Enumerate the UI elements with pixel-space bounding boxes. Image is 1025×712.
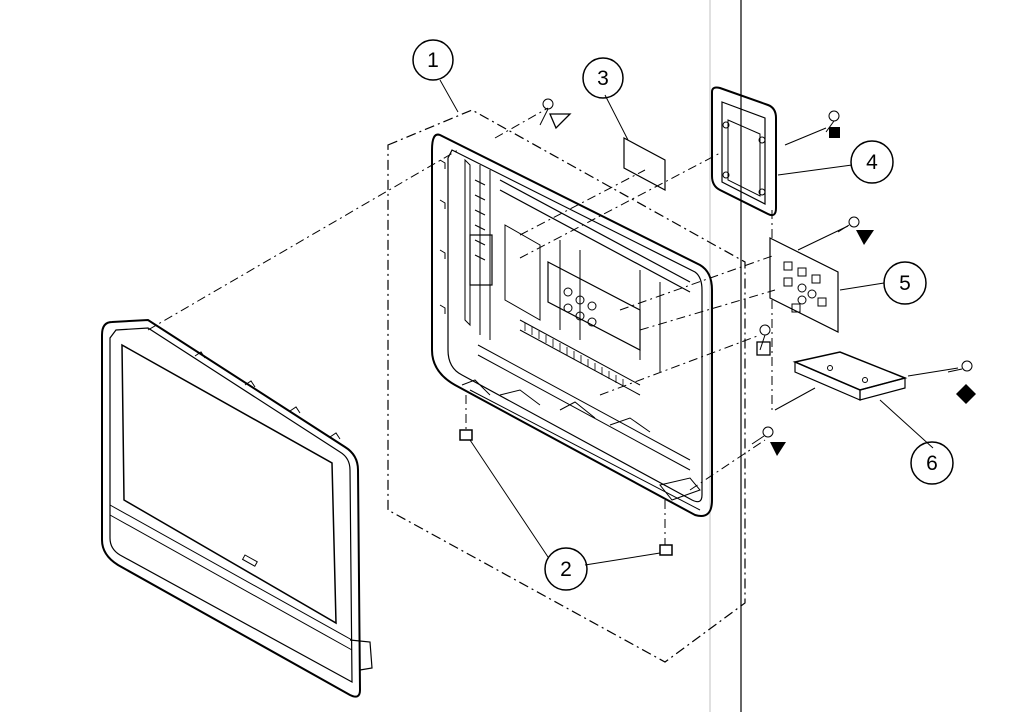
callout-6: 6 — [910, 441, 954, 485]
front-bezel — [101, 318, 373, 698]
leader-lines — [439, 79, 959, 566]
stand-bracket — [711, 86, 777, 217]
clip-lower — [659, 544, 673, 556]
rear-label-panel — [769, 237, 839, 333]
clip-upper — [459, 429, 473, 441]
callout-3: 3 — [582, 57, 624, 99]
screw-base — [947, 360, 973, 373]
triangle-filled-marker-lower — [770, 442, 786, 456]
svg-text:1: 1 — [427, 49, 439, 72]
projection-lines — [147, 107, 776, 545]
callout-5: 5 — [883, 261, 927, 305]
square-filled-marker — [829, 127, 840, 138]
assembly-boundary — [387, 109, 746, 663]
square-outline-marker — [756, 341, 771, 356]
label-sticker — [623, 136, 666, 192]
svg-text:5: 5 — [899, 272, 911, 295]
rear-cabinet — [431, 133, 713, 517]
svg-text:2: 2 — [560, 558, 572, 581]
svg-text:6: 6 — [926, 452, 938, 475]
triangle-filled-marker — [856, 230, 874, 245]
screw-side-lower — [751, 426, 774, 445]
screw-top — [539, 98, 554, 126]
svg-text:4: 4 — [866, 151, 878, 174]
callout-1: 1 — [412, 39, 454, 81]
svg-text:3: 3 — [597, 67, 609, 90]
callout-2: 2 — [544, 547, 588, 591]
screw-side-upper — [759, 324, 771, 351]
diamond-filled-marker — [956, 384, 976, 404]
callout-4: 4 — [850, 140, 894, 184]
triangle-outline-marker — [549, 113, 572, 130]
screw-bracket — [825, 110, 840, 133]
base-plate — [792, 351, 908, 401]
